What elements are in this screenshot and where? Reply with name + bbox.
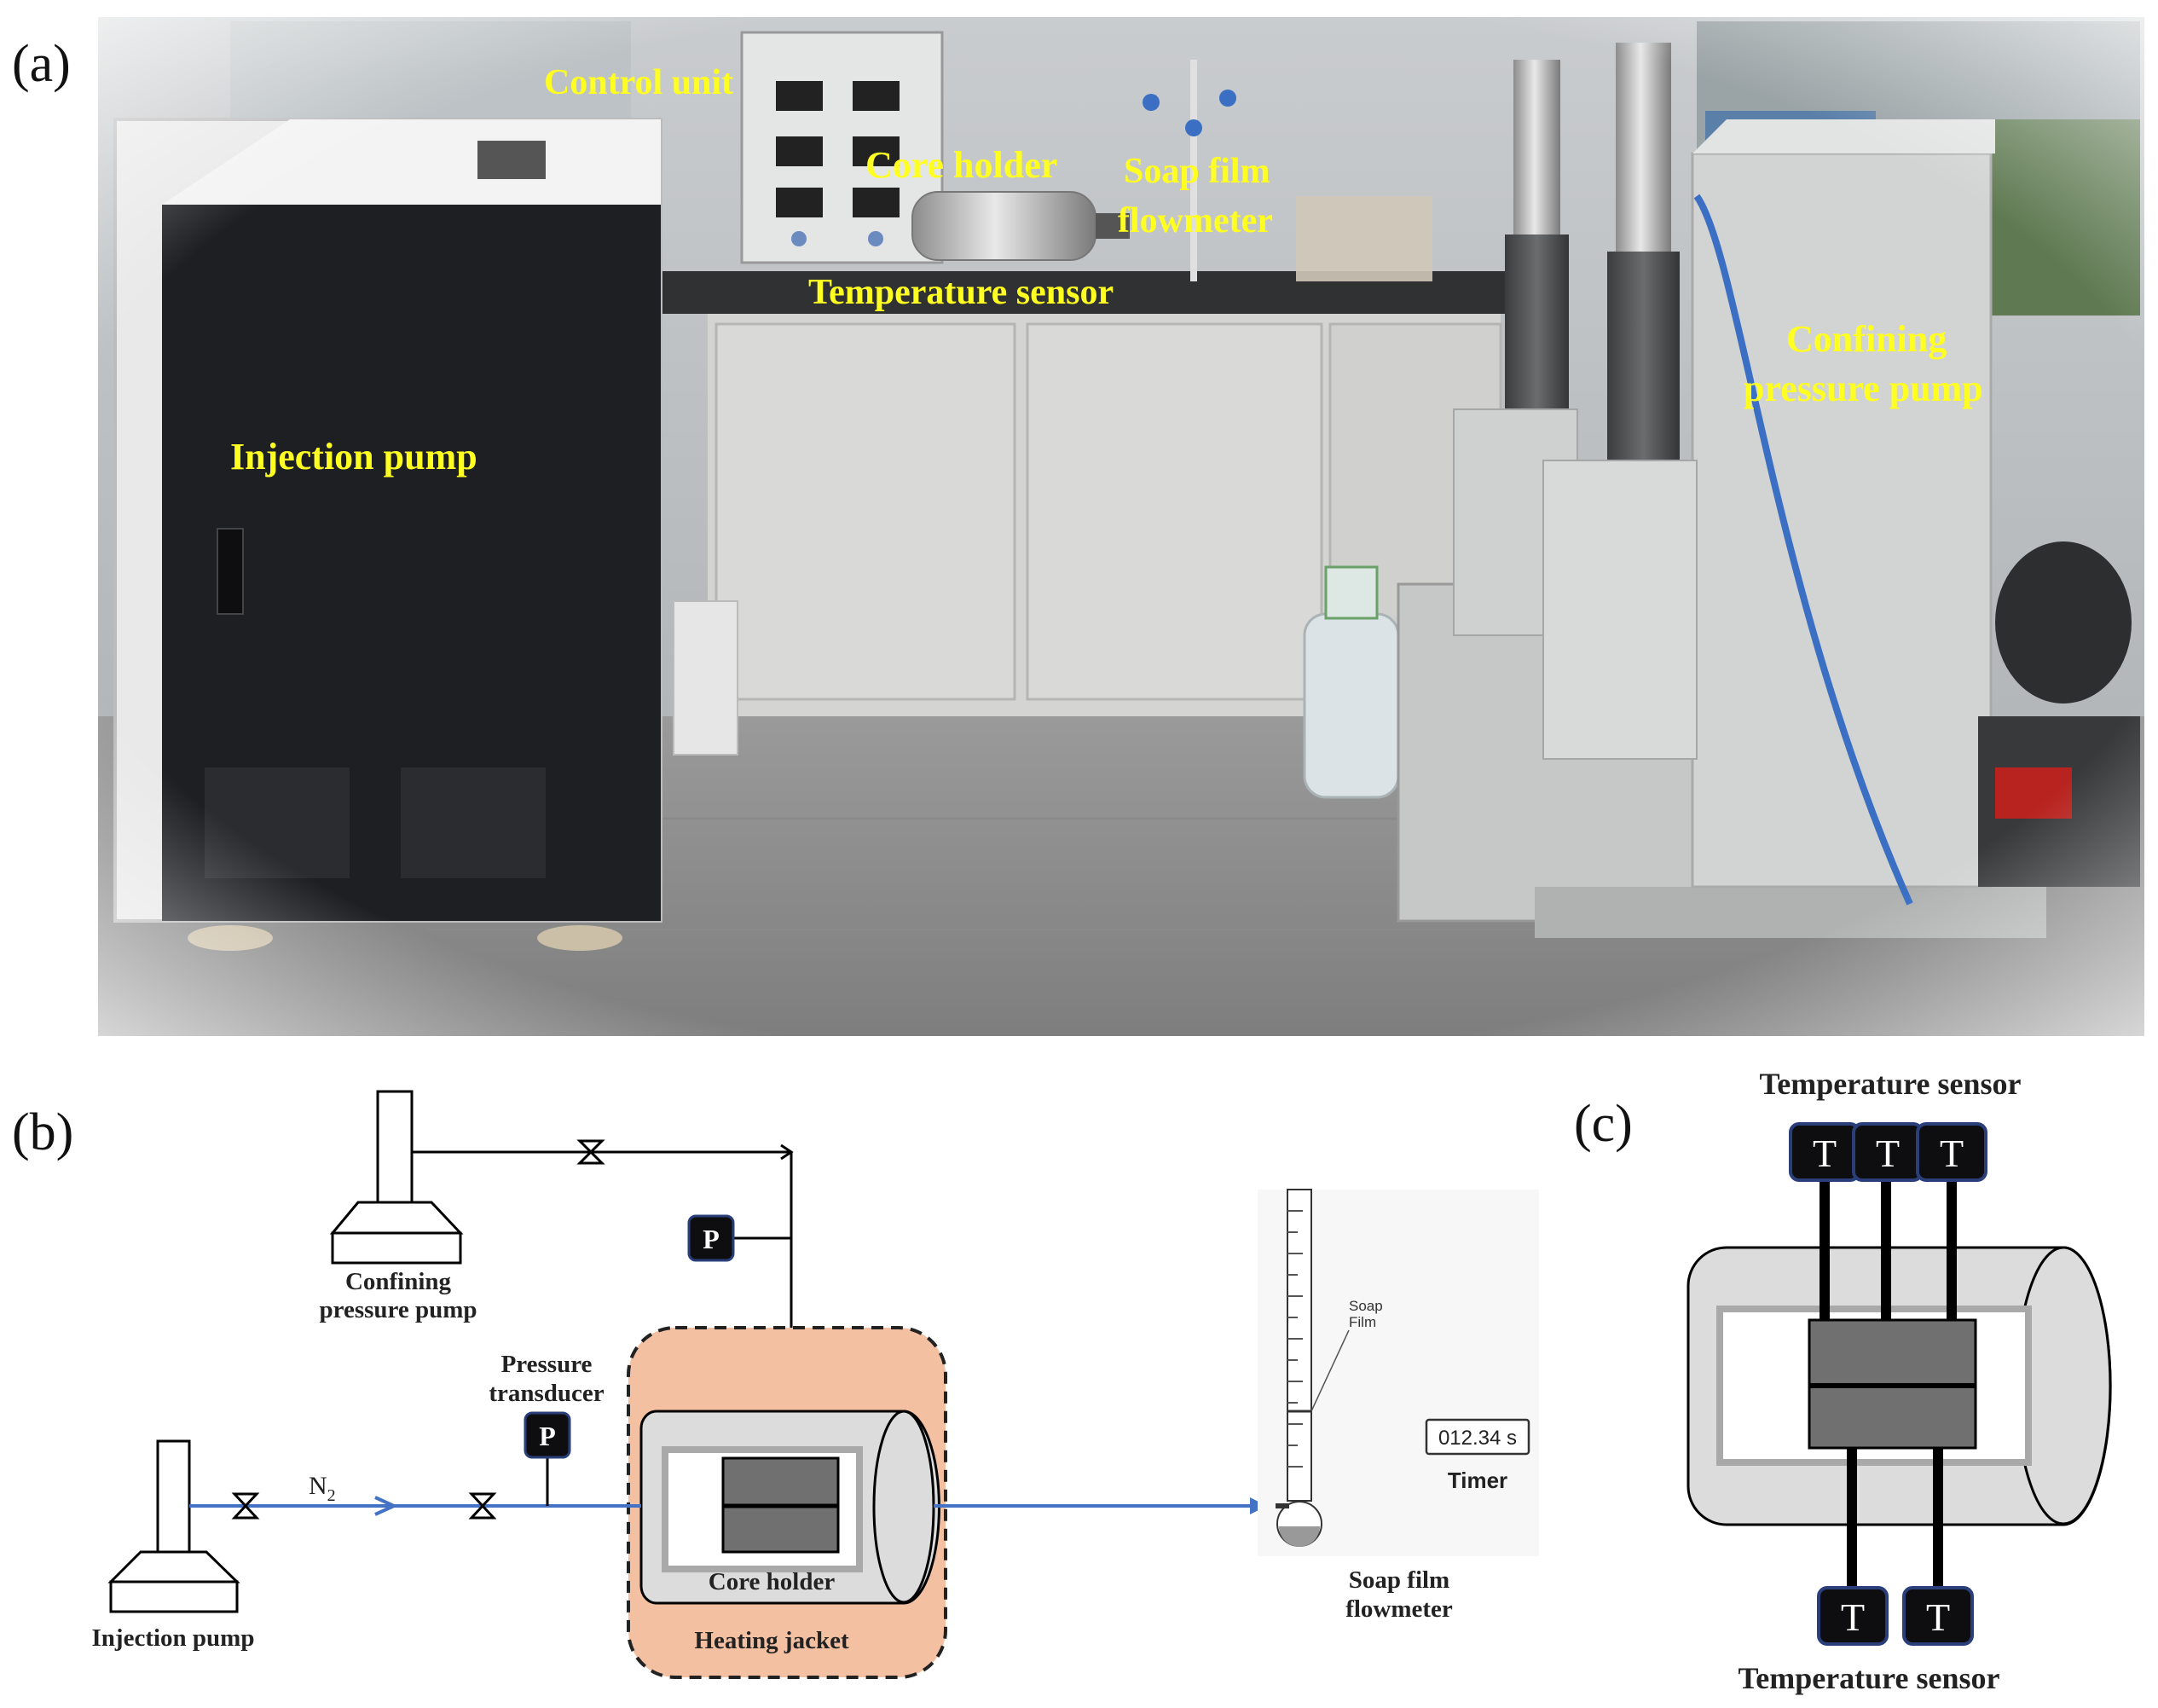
- t-symbol: T: [1813, 1132, 1837, 1175]
- temperature-sensor-top-1: T: [1789, 1122, 1860, 1182]
- label-soap-film-1: Soap film: [1124, 152, 1270, 191]
- t-symbol: T: [1876, 1132, 1900, 1175]
- confining-pump-label-1: Confining: [345, 1268, 452, 1295]
- injection-pump-icon: [107, 1439, 240, 1613]
- soap-film-flowmeter: [1258, 1189, 1539, 1556]
- panel-label-b: (b): [12, 1103, 73, 1161]
- temperature-sensor-top-3: T: [1916, 1122, 1987, 1182]
- core-holder-icon: [639, 1410, 940, 1605]
- confining-pump-icon: [329, 1090, 464, 1265]
- timer-value: 012.34 s: [1438, 1427, 1517, 1450]
- lab-photo: Control unit Core holder Soap film flowm…: [98, 17, 2144, 1036]
- valve-icon: [231, 1492, 260, 1520]
- label-confining-2: pressure pump: [1744, 368, 1983, 409]
- n2-label: N2: [309, 1472, 336, 1505]
- panel-label-a: (a): [12, 35, 71, 93]
- soap-film-small-2: Film: [1349, 1314, 1376, 1330]
- timer-label: Timer: [1448, 1468, 1507, 1493]
- panel-label-c: (c): [1574, 1095, 1633, 1153]
- confining-pump-label-2: pressure pump: [319, 1296, 477, 1323]
- t-symbol: T: [1926, 1595, 1950, 1639]
- soap-film-small-1: Soap: [1349, 1298, 1383, 1314]
- temperature-sensor-bottom-1: T: [1817, 1586, 1889, 1646]
- timer-display: [1425, 1418, 1530, 1456]
- t-symbol: T: [1841, 1595, 1865, 1639]
- sensor-top-title: Temperature sensor: [1760, 1067, 2022, 1101]
- sensor-layout: Temperature sensor Temperature sensor T …: [1686, 1067, 2112, 1695]
- pressure-transducer: P: [524, 1411, 571, 1459]
- valve-icon: [576, 1139, 605, 1165]
- temperature-sensor-top-2: T: [1852, 1122, 1924, 1182]
- sensor-bottom-title: Temperature sensor: [1739, 1661, 2000, 1695]
- label-control-unit: Control unit: [544, 63, 733, 102]
- p-symbol: P: [703, 1224, 720, 1254]
- photo-vignette: [98, 17, 2144, 1036]
- injection-pump-label: Injection pump: [92, 1624, 255, 1652]
- flowmeter-label-1: Soap film: [1349, 1566, 1449, 1594]
- pressure-transducer-label-2: transducer: [489, 1380, 604, 1407]
- pressure-transducer-label-1: Pressure: [501, 1351, 593, 1378]
- label-soap-film-2: flowmeter: [1118, 201, 1273, 240]
- heating-jacket-label: Heating jacket: [694, 1627, 849, 1654]
- temperature-sensor-bottom-2: T: [1902, 1586, 1974, 1646]
- valve-icon: [468, 1492, 497, 1520]
- label-confining-1: Confining: [1786, 318, 1947, 360]
- core-holder-label: Core holder: [709, 1568, 836, 1595]
- t-symbol: T: [1940, 1132, 1964, 1175]
- pressure-gauge-confining: P: [687, 1214, 735, 1262]
- label-core-holder: Core holder: [865, 144, 1057, 186]
- schematic: Confining pressure pump P Heating jacket…: [92, 1090, 1539, 1679]
- flowmeter-label-2: flowmeter: [1345, 1595, 1453, 1623]
- label-temperature-sensor: Temperature sensor: [808, 273, 1114, 312]
- p-symbol: P: [539, 1421, 556, 1451]
- label-injection-pump: Injection pump: [230, 436, 477, 478]
